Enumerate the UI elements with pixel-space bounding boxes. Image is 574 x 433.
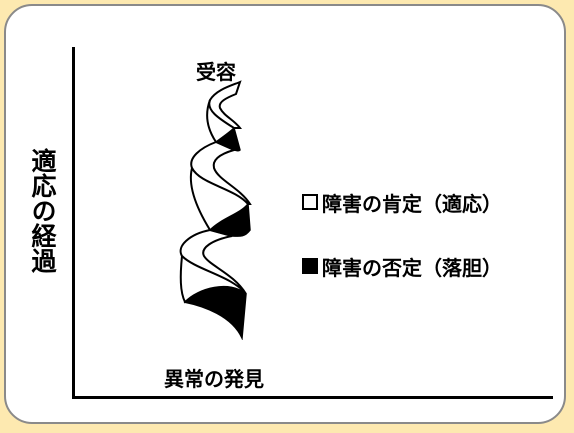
filled-square-icon [302, 258, 318, 274]
discovery-label: 異常の発見 [164, 367, 264, 391]
x-axis-line [72, 396, 553, 399]
open-square-icon [302, 194, 318, 210]
spiral-segment-affirm-3 [208, 80, 243, 129]
legend-affirmation: 障害の肯定（適応） [302, 188, 502, 216]
diagram-panel [4, 4, 566, 424]
y-axis-line [72, 47, 75, 399]
acceptance-label: 受容 [196, 60, 236, 84]
spiral-segment-affirm-1 [179, 228, 247, 295]
spiral-segment-affirm-1b [179, 255, 247, 304]
spiral-segment-denial-3 [214, 126, 241, 152]
spiral-segment-affirm-3b [206, 99, 217, 143]
spiral-segment-affirm-2b [189, 167, 211, 231]
spiral-segment-denial-1 [183, 285, 247, 340]
y-axis-label: 適応の経過 [28, 148, 57, 273]
legend-affirmation-label: 障害の肯定（適応） [322, 191, 502, 216]
spiral-segment-denial-2 [208, 202, 251, 237]
legend-denial: 障害の否定（落胆） [302, 252, 502, 280]
spiral-segment-affirm-2 [190, 140, 252, 205]
legend-denial-label: 障害の否定（落胆） [322, 255, 502, 280]
spiral-ribbon [179, 80, 252, 340]
